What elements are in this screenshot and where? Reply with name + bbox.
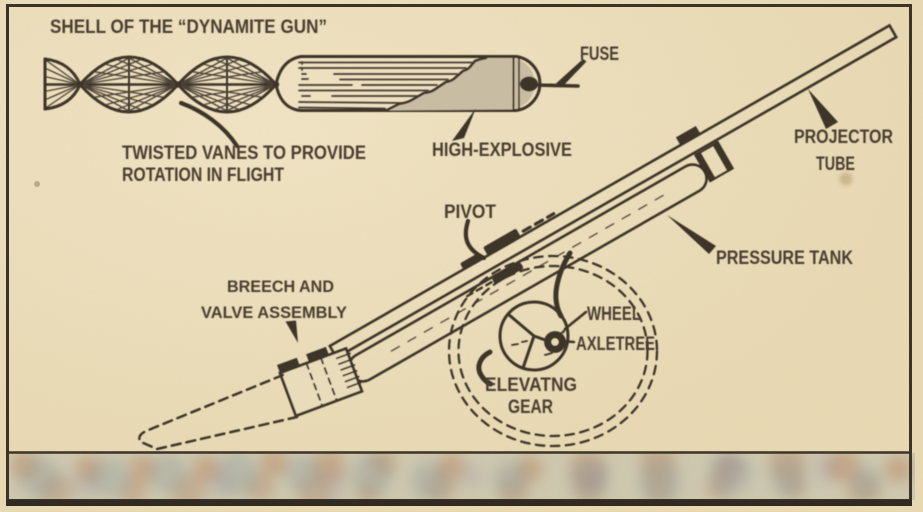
svg-text:HIGH-EXPLOSIVE: HIGH-EXPLOSIVE (432, 140, 572, 161)
svg-text:TUBE: TUBE (816, 154, 855, 175)
svg-text:BREECH AND: BREECH AND (227, 277, 334, 296)
svg-text:ELEVATNG: ELEVATNG (485, 375, 577, 396)
svg-text:VALVE ASSEMBLY: VALVE ASSEMBLY (201, 303, 348, 322)
svg-text:SHELL OF THE “DYNAMITE GUN”: SHELL OF THE “DYNAMITE GUN” (50, 16, 327, 38)
svg-text:PIVOT: PIVOT (444, 202, 496, 223)
svg-text:PRESSURE TANK: PRESSURE TANK (716, 248, 853, 269)
svg-text:TWISTED VANES TO PROVIDE: TWISTED VANES TO PROVIDE (122, 142, 366, 164)
svg-text:WHEEL: WHEEL (587, 304, 641, 325)
svg-text:FUSE: FUSE (580, 44, 619, 65)
svg-text:AXLETREE: AXLETREE (576, 334, 655, 355)
svg-text:PROJECTOR: PROJECTOR (794, 127, 893, 148)
svg-text:GEAR: GEAR (508, 397, 553, 418)
svg-text:ROTATION IN FLIGHT: ROTATION IN FLIGHT (122, 164, 284, 186)
